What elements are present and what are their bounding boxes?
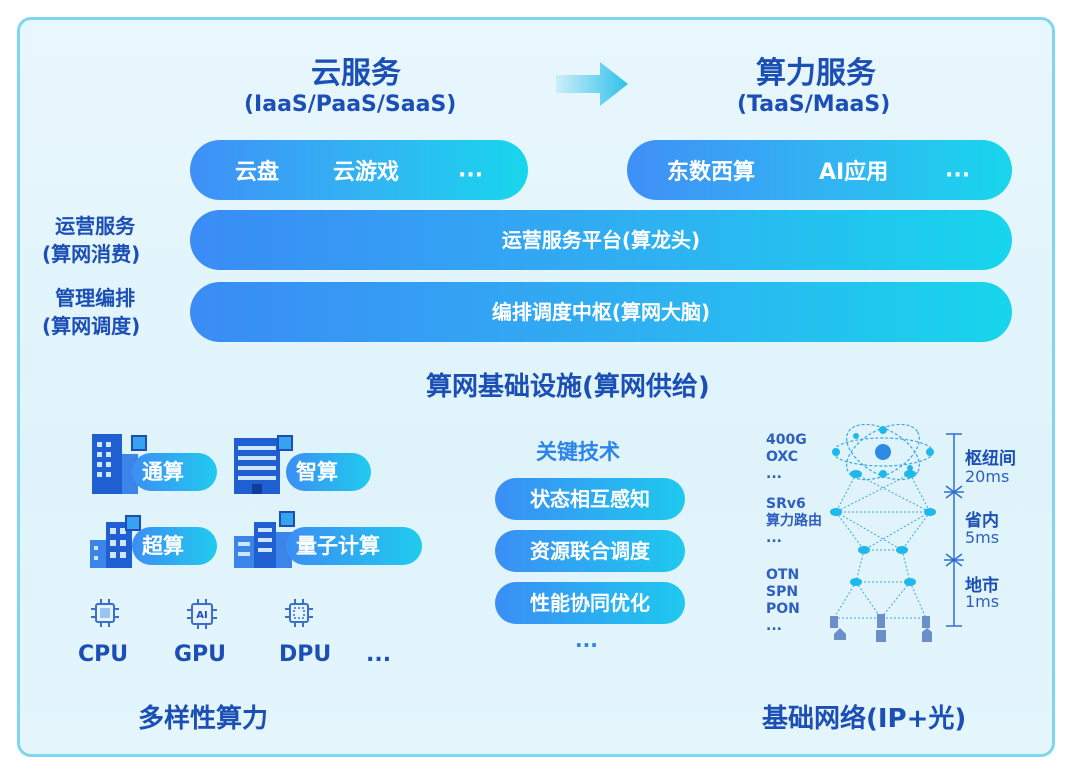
tag-super-compute: 超算: [132, 527, 217, 565]
tech-performance-optimization: 性能协同优化: [495, 582, 685, 624]
item-more: ...: [945, 157, 971, 183]
orchestration-hub-bar: 编排调度中枢(算网大脑): [190, 282, 1012, 342]
dpu-chip-icon: [285, 599, 313, 627]
gpu-ai-text: AI: [196, 610, 207, 621]
building-icon: [92, 434, 147, 494]
tag-general-compute: 通算: [132, 453, 217, 491]
tier1-name: 枢纽间: [965, 449, 1016, 469]
item-ai-apps: AI应用: [819, 160, 889, 185]
cloud-service-subtitle: (IaaS/PaaS/SaaS): [244, 92, 457, 117]
item-east-data-west-compute: 东数西算: [667, 160, 756, 185]
network-topology-graphic: [830, 424, 936, 642]
gpu-chip-icon: AI: [187, 599, 217, 629]
compute-service-subtitle: (TaaS/MaaS): [737, 92, 891, 117]
building-icon: [90, 515, 141, 568]
tier1-tech: 400G OXC ...: [766, 432, 807, 483]
tech-line: OXC: [766, 449, 798, 465]
tech-line: SPN: [766, 584, 799, 600]
tech-line: ...: [766, 530, 782, 546]
item-cloud-disk: 云盘: [235, 160, 280, 185]
cpu-chip-icon: [91, 599, 119, 627]
tier3-tech: OTN SPN PON ...: [766, 567, 800, 635]
compute-power-caption: 多样性算力: [138, 704, 269, 734]
layer-label-operations: 运营服务 (算网消费): [42, 212, 140, 268]
item-more: ...: [458, 157, 484, 183]
layer-label-line: (算网消费): [42, 242, 141, 266]
tier2-name: 省内: [965, 511, 999, 531]
item-cloud-gaming: 云游戏: [333, 160, 400, 185]
compute-service-bar: 东数西算 AI应用 ...: [627, 140, 1012, 200]
chip-label-cpu: CPU: [78, 642, 129, 667]
tech-line: ...: [766, 466, 782, 482]
tech-line: 400G: [766, 432, 807, 448]
layer-label-line: (算网调度): [42, 314, 141, 338]
tier1-latency: 20ms: [965, 467, 1010, 486]
tier3-latency: 1ms: [965, 592, 1000, 611]
tier2-tech: SRv6 算力路由 ...: [766, 496, 822, 547]
cloud-service-title: 云服务: [311, 56, 401, 91]
infrastructure-title: 算网基础设施(算网供给): [426, 372, 710, 402]
layer-label-line: 运营服务: [55, 214, 136, 238]
chip-label-dpu: DPU: [279, 642, 332, 667]
tech-line: ...: [766, 618, 782, 634]
tier2-latency: 5ms: [965, 528, 1000, 547]
latency-scale-graphic: [944, 433, 964, 627]
bar-label: 编排调度中枢(算网大脑): [491, 300, 711, 324]
key-tech-more: ...: [575, 628, 598, 652]
cloud-service-bar: 云盘 云游戏 ...: [190, 140, 528, 200]
chip-label-more: ...: [366, 642, 392, 667]
tag-quantum-compute: 量子计算: [286, 527, 422, 565]
tech-line: PON: [766, 601, 800, 617]
key-tech-title: 关键技术: [536, 440, 620, 464]
tag-intelligent-compute: 智算: [286, 453, 371, 491]
tech-joint-scheduling: 资源联合调度: [495, 530, 685, 572]
layer-label-orchestration: 管理编排 (算网调度): [42, 284, 140, 340]
tech-line: 算力路由: [766, 513, 822, 529]
bar-label: 运营服务平台(算龙头): [501, 228, 701, 252]
compute-service-title: 算力服务: [756, 56, 876, 91]
tech-state-awareness: 状态相互感知: [495, 478, 685, 520]
chip-label-gpu: GPU: [174, 642, 227, 667]
layer-label-line: 管理编排: [55, 286, 136, 310]
tech-line: OTN: [766, 567, 800, 583]
building-icon: [234, 435, 293, 494]
right-arrow-icon: [556, 62, 628, 106]
operations-platform-bar: 运营服务平台(算龙头): [190, 210, 1012, 270]
tier3-name: 地市: [965, 576, 999, 596]
network-caption: 基础网络(IP+光): [762, 704, 967, 734]
tech-line: SRv6: [766, 496, 806, 512]
